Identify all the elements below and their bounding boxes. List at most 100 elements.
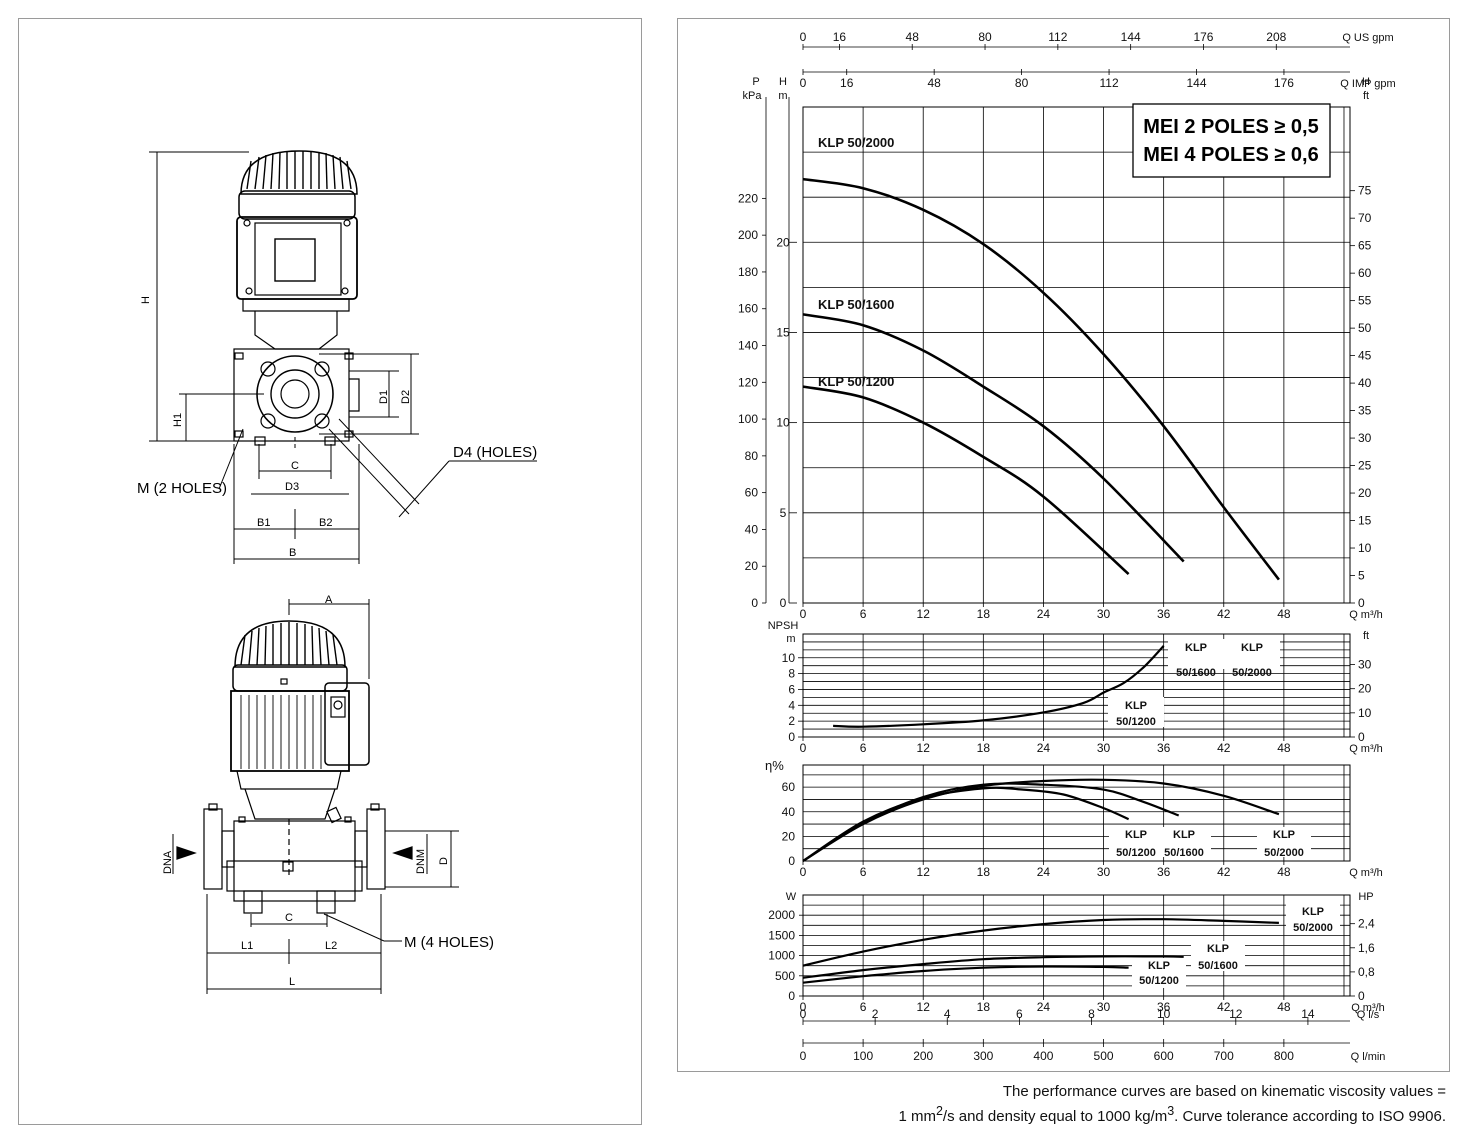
eta-label-bg xyxy=(1109,827,1163,857)
power-w-tick-label: 2000 xyxy=(768,908,795,922)
power-xtick-label: 0 xyxy=(800,1000,807,1014)
npsh-series-label-model: 50/2000 xyxy=(1232,667,1272,679)
hq-series-label: KLP 50/1600 xyxy=(818,297,894,312)
eta-tick-label: 0 xyxy=(788,854,795,868)
hq-xtick-label: 12 xyxy=(917,607,931,621)
hq-series-label: KLP 50/1200 xyxy=(818,374,894,389)
npsh-ft-tick-label: 20 xyxy=(1358,682,1372,696)
q-imp-tick-label: 144 xyxy=(1186,76,1206,90)
npsh-series-label-model: 50/1600 xyxy=(1176,667,1216,679)
mei-4-poles-text: MEI 4 POLES ≥ 0,6 xyxy=(1143,144,1318,166)
npsh-series-label: KLP xyxy=(1241,642,1263,654)
h-right-label: H xyxy=(1362,76,1370,88)
kpa-tick-label: 60 xyxy=(745,486,759,500)
q-ls-tick-label: 2 xyxy=(872,1007,879,1021)
power-xtick-label: 42 xyxy=(1217,1000,1231,1014)
footnote-part-c: . Curve tolerance according to ISO 9906. xyxy=(1174,1108,1446,1125)
eta-x-unit: Q m³/h xyxy=(1349,867,1383,879)
power-xtick-label: 48 xyxy=(1277,1000,1291,1014)
q-imp-tick-label: 112 xyxy=(1099,76,1118,90)
eta-curve-2 xyxy=(802,778,1280,862)
power-series-label-model: 50/1600 xyxy=(1198,960,1238,972)
kpa-tick-label: 40 xyxy=(745,522,759,536)
npsh-xtick-label: 24 xyxy=(1037,741,1051,755)
npsh-xtick-label: 36 xyxy=(1157,741,1171,755)
power-hp-tick-label: 1,6 xyxy=(1358,941,1375,955)
q-us-tick-label: 112 xyxy=(1048,30,1067,44)
power-label-bg xyxy=(1286,904,1340,934)
npsh-ft-unit: ft xyxy=(1363,630,1369,642)
hq-xtick-label: 36 xyxy=(1157,607,1171,621)
q-lmin-tick-label: 500 xyxy=(1094,1049,1114,1063)
hq-frame xyxy=(802,106,1351,604)
top-dimension-lines xyxy=(149,151,537,564)
q-imp-tick-label: 48 xyxy=(927,76,941,90)
side-pump-body xyxy=(176,803,413,914)
q-ls-tick-label: 8 xyxy=(1088,1007,1095,1021)
ft-tick-label: 5 xyxy=(1358,569,1365,583)
h-m-tick-label: 10 xyxy=(776,416,790,430)
label-M-4-holes: M (4 HOLES) xyxy=(404,934,494,951)
power-hp-tick-label: 0 xyxy=(1358,989,1365,1003)
npsh-curve-0 xyxy=(833,645,1165,728)
m-axis-label: m xyxy=(778,90,787,102)
q-us-tick-label: 0 xyxy=(800,30,807,44)
footnote-part-a: 1 mm xyxy=(898,1108,936,1125)
w-axis-label: W xyxy=(786,891,797,903)
q-imp-tick-label: 16 xyxy=(840,76,854,90)
footnote-sup-3: 3 xyxy=(1167,1104,1175,1118)
npsh-xtick-label: 18 xyxy=(977,741,991,755)
kpa-tick-label: 200 xyxy=(738,228,758,242)
ft-tick-label: 75 xyxy=(1358,184,1372,198)
ft-axis-label: ft xyxy=(1363,90,1369,102)
label-L1: L1 xyxy=(241,940,253,952)
npsh-ft-tick-label: 0 xyxy=(1358,730,1365,744)
q-ls-tick-label: 6 xyxy=(1016,1007,1023,1021)
eta-tick-label: 60 xyxy=(782,780,796,794)
eta-label-bg xyxy=(1157,827,1211,857)
eta-frame xyxy=(802,764,1351,862)
q-lmin-tick-label: 600 xyxy=(1154,1049,1174,1063)
mei-2-poles-text: MEI 2 POLES ≥ 0,5 xyxy=(1143,116,1318,138)
kpa-axis-label: kPa xyxy=(743,90,763,102)
hq-xtick-label: 18 xyxy=(977,607,991,621)
label-B: B xyxy=(289,547,296,559)
npsh-series-label: KLP xyxy=(1125,700,1147,712)
npsh-xtick-label: 42 xyxy=(1217,741,1231,755)
npsh-axis-label: NPSH xyxy=(768,620,799,632)
power-w-tick-label: 1000 xyxy=(768,949,795,963)
q-lmin-tick-label: 100 xyxy=(853,1049,873,1063)
ft-tick-label: 45 xyxy=(1358,349,1372,363)
npsh-m-tick-label: 4 xyxy=(788,698,795,712)
label-C-top: C xyxy=(291,460,299,472)
power-series-label: KLP xyxy=(1207,943,1229,955)
eta-series-label: KLP xyxy=(1173,829,1195,841)
label-M-2-holes: M (2 HOLES) xyxy=(137,480,227,497)
footnote-line-1: The performance curves are based on kine… xyxy=(1002,1083,1446,1100)
label-C-bottom: C xyxy=(285,912,293,924)
npsh-m-tick-label: 6 xyxy=(788,682,795,696)
npsh-label-bg xyxy=(1224,639,1280,669)
power-series-label: KLP xyxy=(1148,960,1170,972)
q-us-tick-label: 16 xyxy=(833,30,847,44)
label-L: L xyxy=(289,976,295,988)
label-D3: D3 xyxy=(285,481,299,493)
eta-xtick-label: 24 xyxy=(1037,865,1051,879)
npsh-m-tick-label: 2 xyxy=(788,714,795,728)
npsh-xtick-label: 6 xyxy=(860,741,867,755)
q-lmin-tick-label: 800 xyxy=(1274,1049,1294,1063)
eta-series-label-model: 50/2000 xyxy=(1264,847,1304,859)
top-pump-body xyxy=(233,348,360,446)
ft-tick-label: 10 xyxy=(1358,541,1372,555)
npsh-m-tick-label: 0 xyxy=(788,730,795,744)
npsh-frame xyxy=(802,633,1351,738)
kpa-tick-label: 0 xyxy=(751,596,758,610)
power-xtick-label: 12 xyxy=(917,1000,931,1014)
hp-axis-label: HP xyxy=(1358,891,1373,903)
q-lmin-unit: Q l/min xyxy=(1351,1051,1386,1063)
q-us-tick-label: 80 xyxy=(978,30,992,44)
label-D1: D1 xyxy=(378,390,390,404)
label-D2: D2 xyxy=(400,390,412,404)
q-ls-tick-label: 0 xyxy=(800,1007,807,1021)
kpa-tick-label: 80 xyxy=(745,449,759,463)
